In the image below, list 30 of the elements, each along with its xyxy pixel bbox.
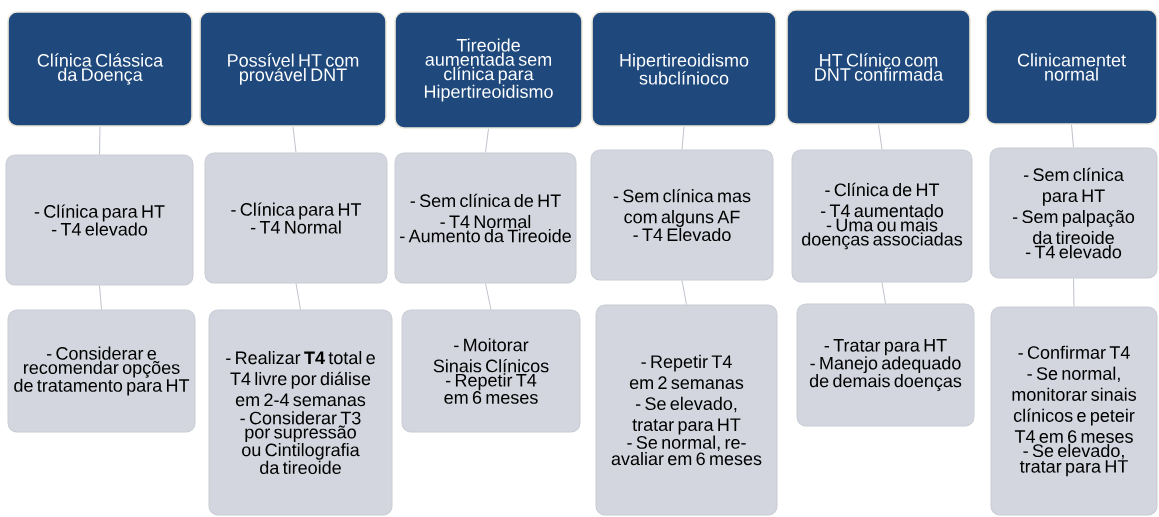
title-box: Possível HT com provável DNT [199, 11, 387, 127]
title-box: Clinicamentet normal [985, 9, 1158, 125]
title-box: Hipertireoidismo subclínioco [591, 11, 777, 127]
criteria-box: - Sem clínica mas com alguns AF - T4 Elevado [590, 149, 774, 281]
criteria-box: - Clínica para HT - T4 Normal [204, 152, 388, 284]
connector-line [99, 285, 102, 310]
connector-line [292, 126, 297, 153]
criteria-box: - Sem clínica para HT - Sem palpação da tireoide - T4 elevado [989, 147, 1158, 279]
action-box: - Confirmar T4 - Se normal, monitorar sinais clínicos e peteir T4 em 6 meses - Se elevado, tratar para HT [990, 306, 1158, 516]
action-box: - Realizar T4 total e T4 livre por diálise em 2-4 semanas - Considerar T3 por supressão ou Cintilografia da tireoide [208, 309, 393, 516]
connector-line [681, 126, 685, 150]
connector-line [1071, 124, 1074, 148]
criteria-box: - Clínica para HT - T4 elevado [5, 154, 194, 286]
title-box: Tireoide aumentada sem clínica para Hipertireoidismo [394, 11, 583, 129]
action-box: - Tratar para HT - Manejo adequado de demais doenças [796, 303, 975, 427]
connector-line [485, 283, 492, 310]
connector-line [681, 280, 687, 305]
action-box: - Considerar e recomendar opções de tratamento para HT [7, 309, 196, 433]
action-box: - Moitorar Sinais Clínicos - Repetir T4 em 6 meses [401, 309, 581, 433]
criteria-box: - Sem clínica de HT - T4 Normal - Aumento da Tireoide [394, 152, 577, 284]
title-box: HT Clínico com DNT confirmada [786, 9, 971, 125]
connector-line [99, 126, 101, 155]
connector-line [485, 128, 489, 153]
title-box: Clínica Clássica da Doença [7, 11, 193, 127]
connector-line [878, 124, 883, 150]
connector-line [295, 283, 301, 310]
connector-line [1073, 278, 1075, 307]
criteria-box: - Clínica de HT - T4 aumentado - Uma ou mais doenças associadas [791, 149, 973, 283]
connector-line [881, 282, 886, 304]
action-box: - Repetir T4 em 2 semanas - Se elevado, tratar para HT - Se normal, re-avaliar em 6 meses [595, 304, 778, 516]
